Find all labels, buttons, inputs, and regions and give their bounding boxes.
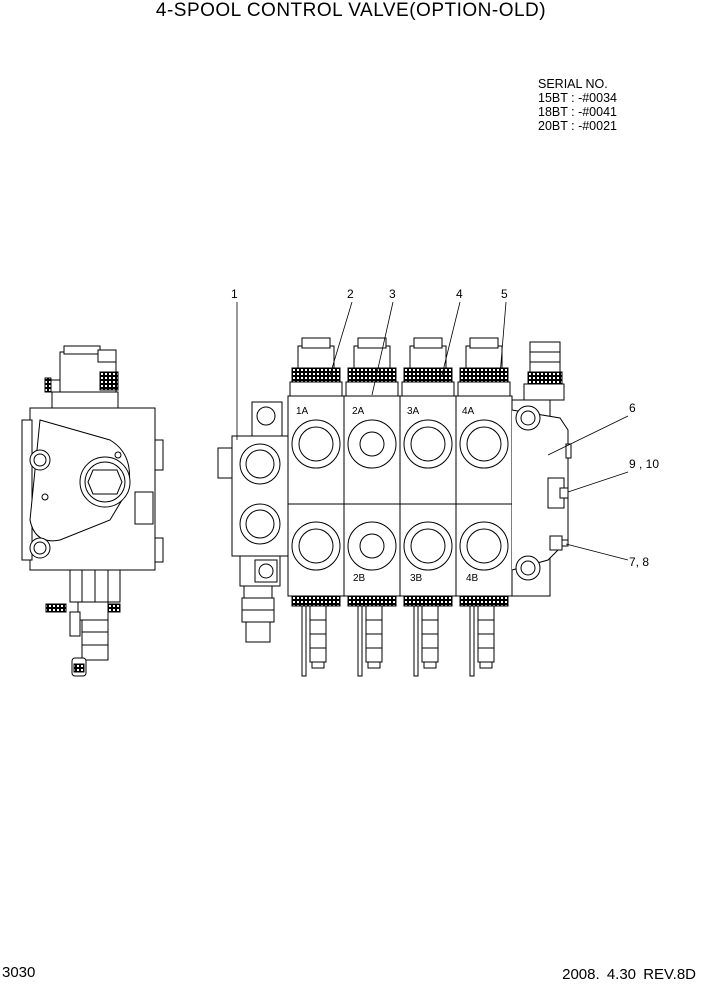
ports-a [291, 419, 509, 469]
serial-heading: SERIAL NO. [538, 77, 608, 91]
page-number: 3030 [2, 964, 36, 981]
leader-lines [236, 301, 629, 561]
callout-2: 2 [347, 287, 354, 301]
callout-9-10: 9 , 10 [629, 457, 659, 471]
port-labels: 1A 2A 3A 4A 2B 3B 4B [296, 406, 479, 584]
callout-7-8: 7, 8 [629, 555, 649, 569]
serial-line: 18BT : -#0041 [538, 105, 617, 119]
port-label-3a: 3A [407, 406, 420, 417]
page-title: 4-SPOOL CONTROL VALVE(OPTION-OLD) [155, 0, 547, 21]
side-view [21, 345, 164, 677]
callout-1: 1 [231, 287, 238, 301]
port-label-2a: 2A [352, 406, 365, 417]
port-label-4a: 4A [462, 406, 475, 417]
port-label-1a: 1A [296, 406, 309, 417]
port-label-2b: 2B [353, 573, 366, 584]
serial-line: 20BT : -#0021 [538, 119, 617, 133]
port-label-3b: 3B [410, 573, 423, 584]
callout-5: 5 [501, 287, 508, 301]
ports-b [291, 521, 509, 571]
callout-6: 6 [629, 401, 636, 415]
spool-caps-top [289, 337, 511, 397]
spool-ends-bottom [291, 595, 509, 677]
revision-date: 2008. 4.30 REV.8D [562, 966, 696, 983]
outlet-section [511, 341, 572, 597]
callout-4: 4 [456, 287, 463, 301]
serial-number-block: SERIAL NO. 15BT : -#0034 18BT : -#0041 2… [538, 77, 617, 133]
port-label-4b: 4B [466, 573, 479, 584]
callout-3: 3 [389, 287, 396, 301]
front-view [217, 337, 572, 677]
serial-line: 15BT : -#0034 [538, 91, 617, 105]
callout-labels: 1 2 3 4 5 6 9 , 10 7, 8 [231, 287, 659, 569]
